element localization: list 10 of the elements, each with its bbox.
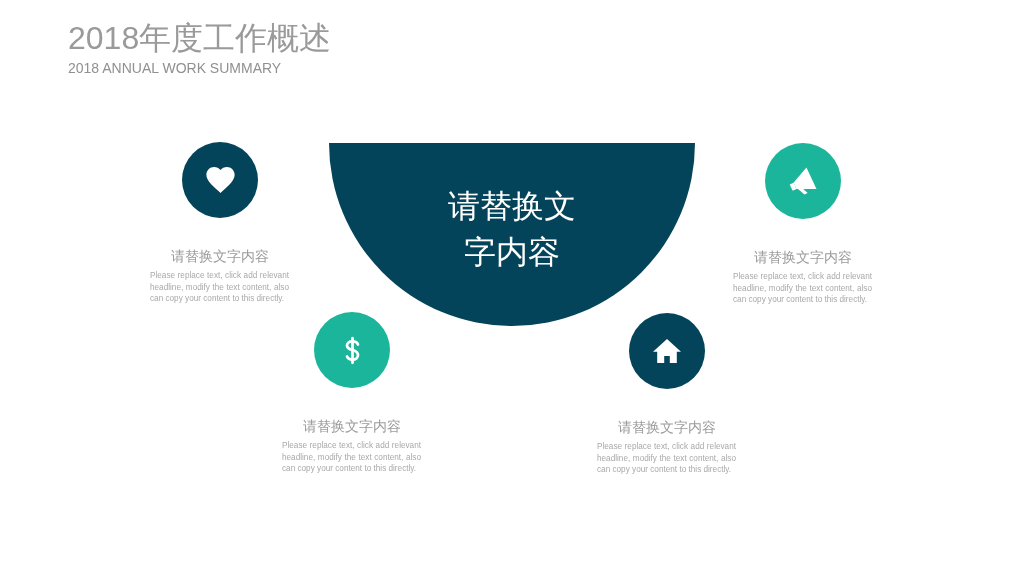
heading: 请替换文字内容 [302,418,402,434]
subtitle: 2018 ANNUAL WORK SUMMARY [68,60,282,76]
paragraph: Please replace text, click add relevant headline, modify the text content, also can copy your content to this directly. [597,441,736,477]
paragraph: Please replace text, click add relevant headline, modify the text content, also can copy your content to this directly. [150,270,289,306]
paragraph: Please replace text, click add relevant headline, modify the text content, also can copy your content to this directly. [733,271,872,307]
title: 2018年度工作概述 [68,20,332,56]
heading: 请替换文字内容 [170,248,270,264]
heading: 请替换文字内容 [617,419,717,435]
paragraph: Please replace text, click add relevant headline, modify the text content, also can copy your content to this directly. [282,440,421,476]
heading: 请替换文字内容 [753,249,853,265]
